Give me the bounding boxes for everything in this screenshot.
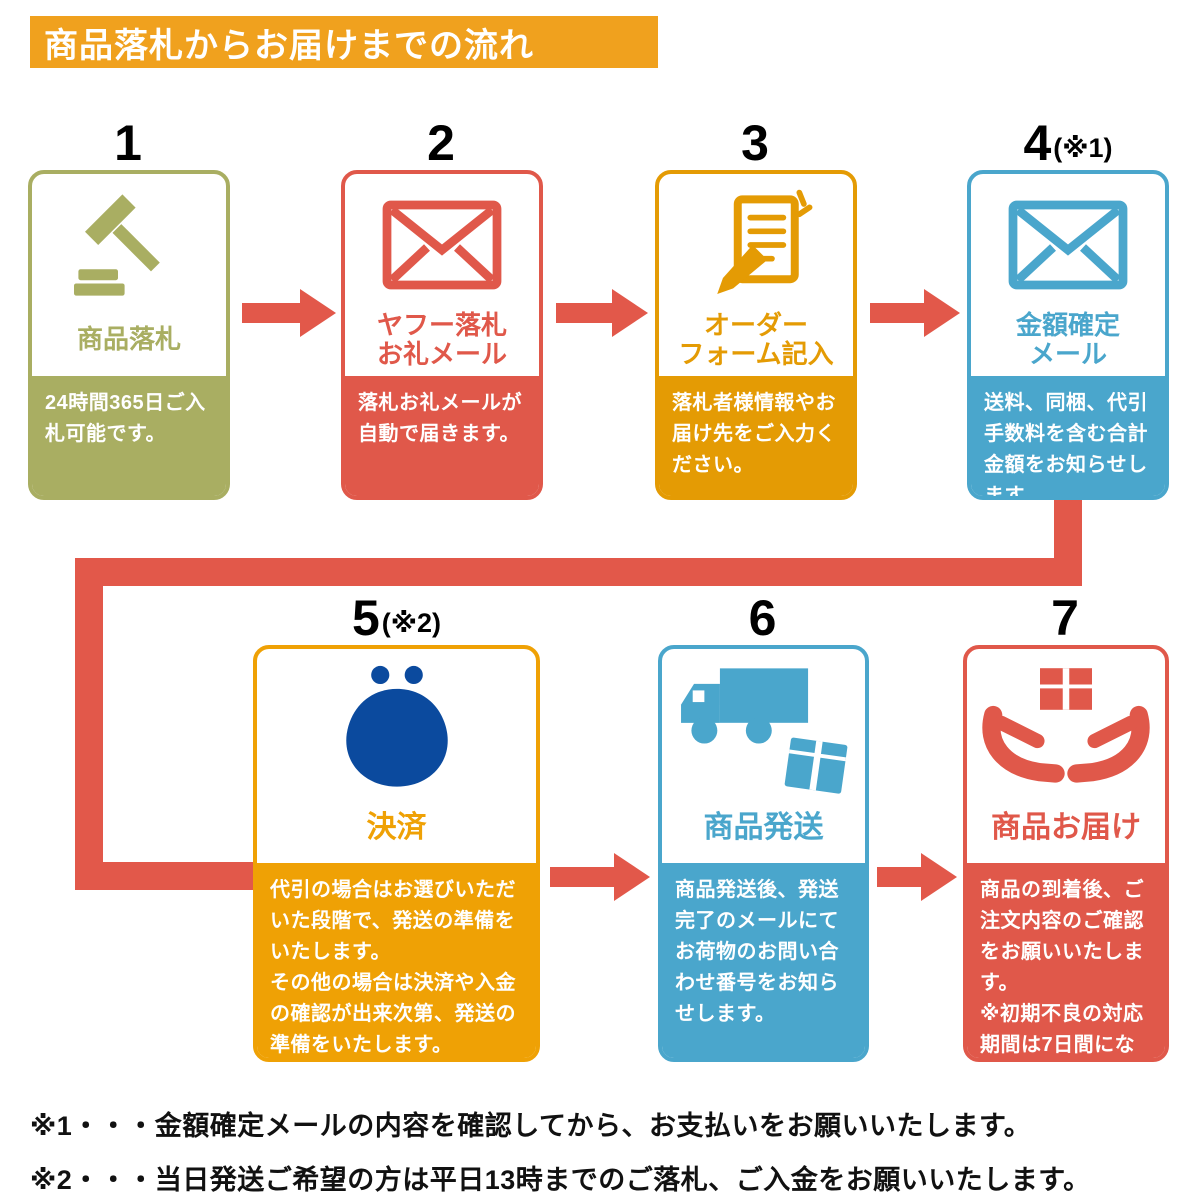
delivery-hands-icon: [967, 649, 1165, 799]
step-number-text: 3: [741, 115, 769, 171]
footnote-2: ※2・・・当日発送ご希望の方は平日13時までのご落札、ご入金をお願いいたします。: [30, 1165, 1091, 1195]
mail-icon: [971, 174, 1165, 308]
step-desc: 落札者様情報やお届け先をご入力ください。: [659, 376, 853, 496]
truck-icon: [662, 649, 865, 799]
step-number: 6: [658, 581, 869, 643]
step-7: 7 商品お届け 商品の到着後、ご注文内容のご確認をお願いいたします。 ※初期不良…: [963, 581, 1169, 1062]
step-label: ヤフー落札 お礼メール: [376, 309, 507, 369]
mail-icon: [345, 174, 539, 308]
step-card: オーダー フォーム記入 落札者様情報やお届け先をご入力ください。: [655, 170, 857, 500]
step-number-text: 6: [748, 590, 777, 646]
step-6: 6 商品発送: [658, 581, 869, 1062]
flow-arrow-1-2: [242, 289, 336, 337]
step-number: 1: [28, 106, 230, 168]
step-card: ヤフー落札 お礼メール 落札お礼メールが自動で届きます。: [341, 170, 543, 500]
step-3: 3 オーダー フォーム記入: [655, 106, 857, 500]
footnote-1: ※1・・・金額確定メールの内容を確認してから、お支払いをお願いいたします。: [30, 1111, 1032, 1141]
step-number-text: 7: [1051, 590, 1079, 646]
step-card: 決済 代引の場合はお選びいただいた段階で、発送の準備をいたします。 その他の場合…: [253, 645, 540, 1062]
step-desc: 商品の到着後、ご注文内容のご確認をお願いいたします。 ※初期不良の対応期間は7日…: [967, 863, 1165, 1058]
step-label: 金額確定 メール: [1015, 309, 1120, 369]
step-label: 決済: [366, 811, 427, 845]
flow-arrow-2-3: [556, 289, 648, 337]
flow-arrow-3-4: [870, 289, 960, 337]
flow-connector-segment: [103, 862, 255, 890]
step-card: 商品発送 商品発送後、発送完了のメールにてお荷物のお問い合わせ番号をお知らせしま…: [658, 645, 869, 1062]
step-5: 5(※2) 決済 代引の場合はお選びいただいた段階で、発送の準備をいたします。 …: [253, 581, 540, 1062]
step-number-note: (※2): [381, 607, 442, 638]
step-number-text: 4: [1023, 115, 1052, 171]
step-label: 商品発送: [703, 811, 824, 845]
step-number-note: (※1): [1053, 132, 1113, 163]
step-label: 商品落札: [76, 324, 181, 355]
flow-arrow-6-7: [877, 852, 957, 902]
step-2: 2 ヤフー落札 お礼メール 落札お礼メールが自動で届きます。: [341, 106, 543, 500]
step-desc: 24時間365日ご入札可能です。: [32, 376, 226, 496]
step-card: 商品お届け 商品の到着後、ご注文内容のご確認をお願いいたします。 ※初期不良の対…: [963, 645, 1169, 1062]
step-number: 5(※2): [253, 581, 540, 643]
step-number-text: 1: [114, 115, 142, 171]
gavel-icon: [32, 174, 226, 308]
step-desc: 落札お礼メールが自動で届きます。: [345, 376, 539, 496]
flow-connector-segment: [75, 558, 1082, 586]
step-label: オーダー フォーム記入: [678, 309, 834, 369]
step-desc: 代引の場合はお選びいただいた段階で、発送の準備をいたします。 その他の場合は決済…: [257, 863, 536, 1058]
step-1: 1 商品落札 24時間365日ご入札可能です。: [28, 106, 230, 500]
step-desc: 商品発送後、発送完了のメールにてお荷物のお問い合わせ番号をお知らせします。: [662, 863, 865, 1058]
step-number-text: 2: [427, 115, 455, 171]
step-desc: 送料、同梱、代引手数料を含む合計金額をお知らせします。: [971, 376, 1165, 496]
coin-purse-icon: [257, 649, 536, 799]
order-form-icon: [659, 174, 853, 308]
step-label: 商品お届け: [991, 811, 1141, 845]
flow-connector-segment: [75, 558, 103, 890]
step-number: 2: [341, 106, 543, 168]
step-number: 7: [963, 581, 1169, 643]
step-4: 4(※1) 金額確定 メール 送料、同梱、代引手数料を含む合計金額をお知らせしま…: [967, 106, 1169, 500]
step-number-text: 5: [351, 590, 380, 646]
step-number: 4(※1): [967, 106, 1169, 168]
flow-arrow-5-6: [550, 852, 650, 902]
step-card: 商品落札 24時間365日ご入札可能です。: [28, 170, 230, 500]
step-number: 3: [655, 106, 857, 168]
step-card: 金額確定 メール 送料、同梱、代引手数料を含む合計金額をお知らせします。: [967, 170, 1169, 500]
page-title: 商品落札からお届けまでの流れ: [30, 16, 658, 68]
